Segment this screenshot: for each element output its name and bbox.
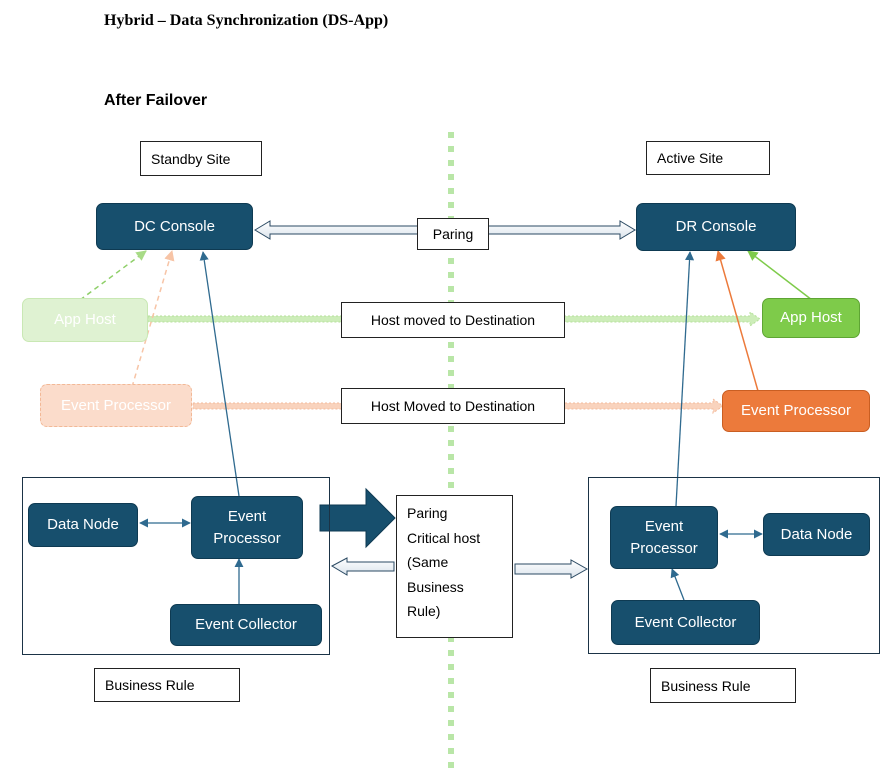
event-processor-left-link: [131, 249, 175, 388]
app-host-right-node: App Host: [762, 298, 860, 338]
app-host-left-node: App Host: [22, 298, 148, 342]
app-host-move-label: Host moved to Destination: [341, 302, 565, 338]
event-processor-move-label: Host Moved to Destination: [341, 388, 565, 424]
event-processor-right-node: Event Processor: [722, 390, 870, 432]
right-cluster-frame: [588, 477, 880, 654]
dc-console-node: DC Console: [96, 203, 253, 250]
critical-host-return-arrow: [330, 557, 395, 576]
left-cluster-frame: [22, 477, 330, 655]
right-event-collector-node: Event Collector: [611, 600, 760, 645]
right-processor-to-console-link: [675, 251, 695, 507]
standby-site-label: Standby Site: [140, 141, 262, 176]
section-title: After Failover: [104, 92, 208, 109]
critical-box-line: Rule): [407, 603, 441, 619]
event-processor-right-link: [715, 249, 759, 392]
paring-label: Paring: [417, 218, 489, 250]
critical-box-line: (Same: [407, 554, 449, 570]
critical-box-line: Paring: [407, 505, 448, 521]
critical-host-big-arrow: [319, 487, 396, 549]
left-business-rule-label: Business Rule: [94, 668, 240, 702]
critical-box-line: Critical host: [407, 529, 481, 546]
left-data-node: Data Node: [28, 503, 138, 547]
critical-box-line: Business: [407, 578, 464, 595]
event-processor-left-node: Event Processor: [40, 384, 192, 427]
document-title: Hybrid – Data Synchronization (DS-App): [104, 12, 389, 29]
right-event-processor-node: Event Processor: [610, 506, 718, 569]
app-host-left-link: [79, 250, 147, 301]
left-event-processor-node: Event Processor: [191, 496, 303, 559]
right-business-rule-label: Business Rule: [650, 668, 796, 703]
right-data-node: Data Node: [763, 513, 870, 556]
active-site-label: Active Site: [646, 141, 770, 175]
critical-host-forward-arrow: [514, 559, 589, 579]
left-event-collector-node: Event Collector: [170, 604, 322, 646]
paring-critical-host-box: Paring Critical host (Same Business Rule…: [396, 495, 513, 638]
left-processor-to-console-link: [199, 251, 240, 497]
right-collector-processor-link: [670, 568, 685, 601]
dr-console-node: DR Console: [636, 203, 796, 251]
app-host-right-link: [747, 250, 813, 301]
